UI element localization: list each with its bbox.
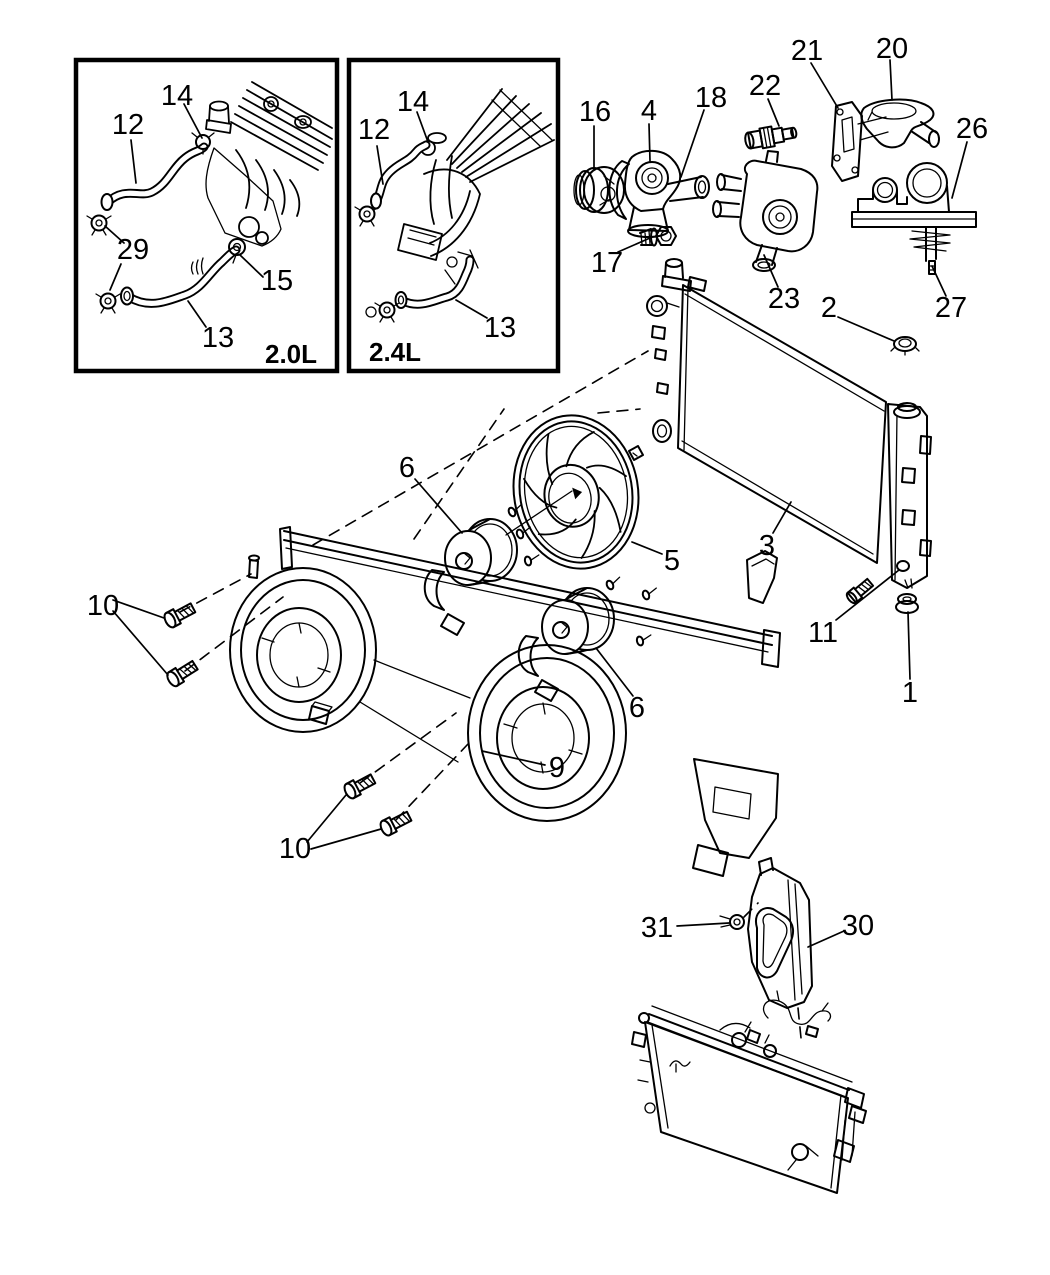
spring-27-drawing (909, 227, 951, 275)
inset-2-4l-frame (346, 57, 561, 374)
water-inlet-26-drawing (851, 162, 977, 228)
lower-module-group: 31 30 (631, 857, 874, 1194)
callout-22: 22 (749, 70, 781, 102)
upper-hose-2-4l (370, 140, 431, 210)
callout-17: 17 (591, 247, 623, 279)
callout-16: 16 (579, 96, 611, 128)
callout-12-2-4l: 12 (358, 114, 390, 146)
callout-13-2-0l: 13 (202, 322, 234, 354)
upper-hose-2-0l (100, 142, 209, 211)
hose-clamp-2-4l-b (374, 301, 400, 323)
coolant-sensor-drawing (744, 125, 798, 150)
callout-12-2-0l: 12 (112, 109, 144, 141)
callout-18: 18 (695, 82, 727, 114)
callout-1: 1 (902, 677, 918, 709)
lower-hose-2-0l (120, 245, 241, 308)
fan-motor-upper-drawing (444, 518, 518, 586)
engine-sketch-2-0l (190, 81, 333, 275)
callout-2: 2 (821, 292, 837, 324)
fan-group: 5 6 6 (399, 414, 680, 724)
inset-2-0l-frame (73, 57, 340, 374)
callout-21: 21 (791, 35, 823, 67)
wiring-harness-drawing (746, 990, 832, 1044)
shroud-screw-2 (163, 657, 201, 690)
bracket-30-drawing (747, 857, 813, 1009)
callout-30: 30 (842, 910, 874, 942)
housing-group: 22 21 20 26 23 27 2 (712, 33, 988, 356)
callout-15: 15 (261, 265, 293, 297)
assembly-axis-lines (179, 350, 802, 1039)
callout-14-2-4l: 14 (397, 86, 429, 118)
callout-6-lower: 6 (629, 692, 645, 724)
lower-hose-2-4l (394, 255, 475, 309)
callout-20: 20 (876, 33, 908, 65)
radiator-drawing (628, 258, 932, 589)
thermostat-cover-20-drawing (860, 98, 940, 149)
callout-10-left: 10 (87, 590, 119, 622)
thermostat-group: 16 4 18 17 (573, 82, 727, 279)
hose-ring-2-4l (365, 306, 377, 318)
callout-4: 4 (641, 95, 657, 127)
drain-plug-2-drawing (890, 336, 920, 356)
callout-26: 26 (956, 113, 988, 145)
shroud-drawing (229, 526, 781, 877)
fan-blade-drawing (512, 414, 640, 570)
callout-23: 23 (768, 283, 800, 315)
radiator-group: 3 11 1 (628, 258, 932, 709)
callout-13-2-4l: 13 (484, 312, 516, 344)
screw-31-drawing (719, 914, 745, 930)
hose-clamp-2-4l-a (354, 205, 380, 227)
callout-11: 11 (808, 617, 838, 649)
shroud-screw-4 (377, 808, 414, 839)
variant-label-2-0l: 2.0L (265, 339, 317, 369)
callout-9: 9 (549, 752, 565, 784)
water-outlet-23-drawing (712, 150, 819, 272)
outlet-tube-18-drawing (667, 175, 710, 202)
callout-27: 27 (935, 292, 967, 324)
callout-10-bottom: 10 (279, 833, 311, 865)
inset-2-0l: 14 12 29 15 13 2.0L (73, 57, 340, 374)
callout-5: 5 (664, 545, 680, 577)
bolt-11-drawing (845, 577, 875, 605)
shroud-screw-1 (161, 599, 198, 631)
hose-clamp-29b-drawing (95, 292, 121, 314)
shroud-screw-3 (341, 770, 378, 802)
callout-3: 3 (759, 530, 775, 562)
hose-clamp-29a-drawing (86, 214, 112, 236)
callout-29: 29 (117, 234, 149, 266)
engine-sketch-2-4l (397, 88, 555, 285)
condenser-assembly-drawing (631, 1005, 867, 1194)
grommet-1-drawing (895, 593, 919, 614)
cap-14-2-0l-drawing (191, 132, 215, 155)
callout-6-upper: 6 (399, 452, 415, 484)
thermostat-housing-drawing (608, 149, 682, 238)
fitting-15-drawing (228, 238, 246, 264)
callout-14-2-0l: 14 (161, 80, 193, 112)
inset-2-4l: 14 12 13 2.4L (346, 57, 561, 374)
shroud-group: 9 10 10 (87, 526, 781, 877)
callout-31: 31 (641, 912, 673, 944)
variant-label-2-4l: 2.4L (369, 337, 421, 367)
